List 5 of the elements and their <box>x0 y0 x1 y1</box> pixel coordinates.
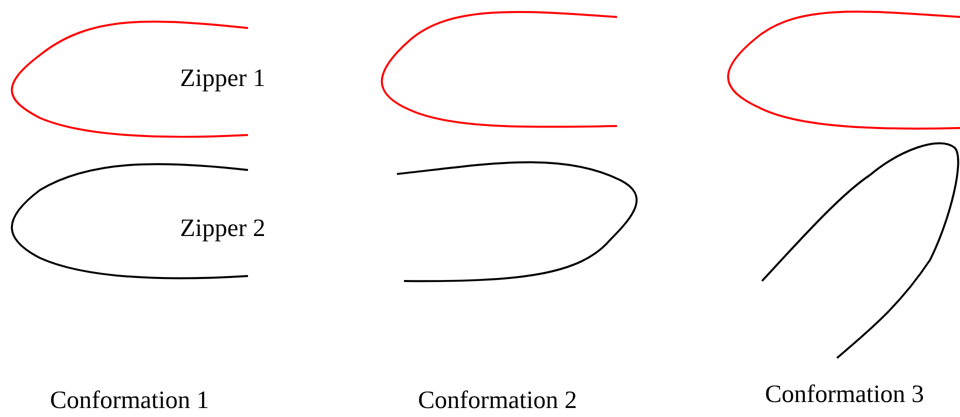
text-label: Zipper 2 <box>180 214 266 244</box>
text-label: Zipper 1 <box>180 64 266 94</box>
text-label: Conformation 2 <box>418 386 578 416</box>
text-label: Conformation 1 <box>50 386 210 416</box>
text-label: Conformation 3 <box>765 380 924 410</box>
